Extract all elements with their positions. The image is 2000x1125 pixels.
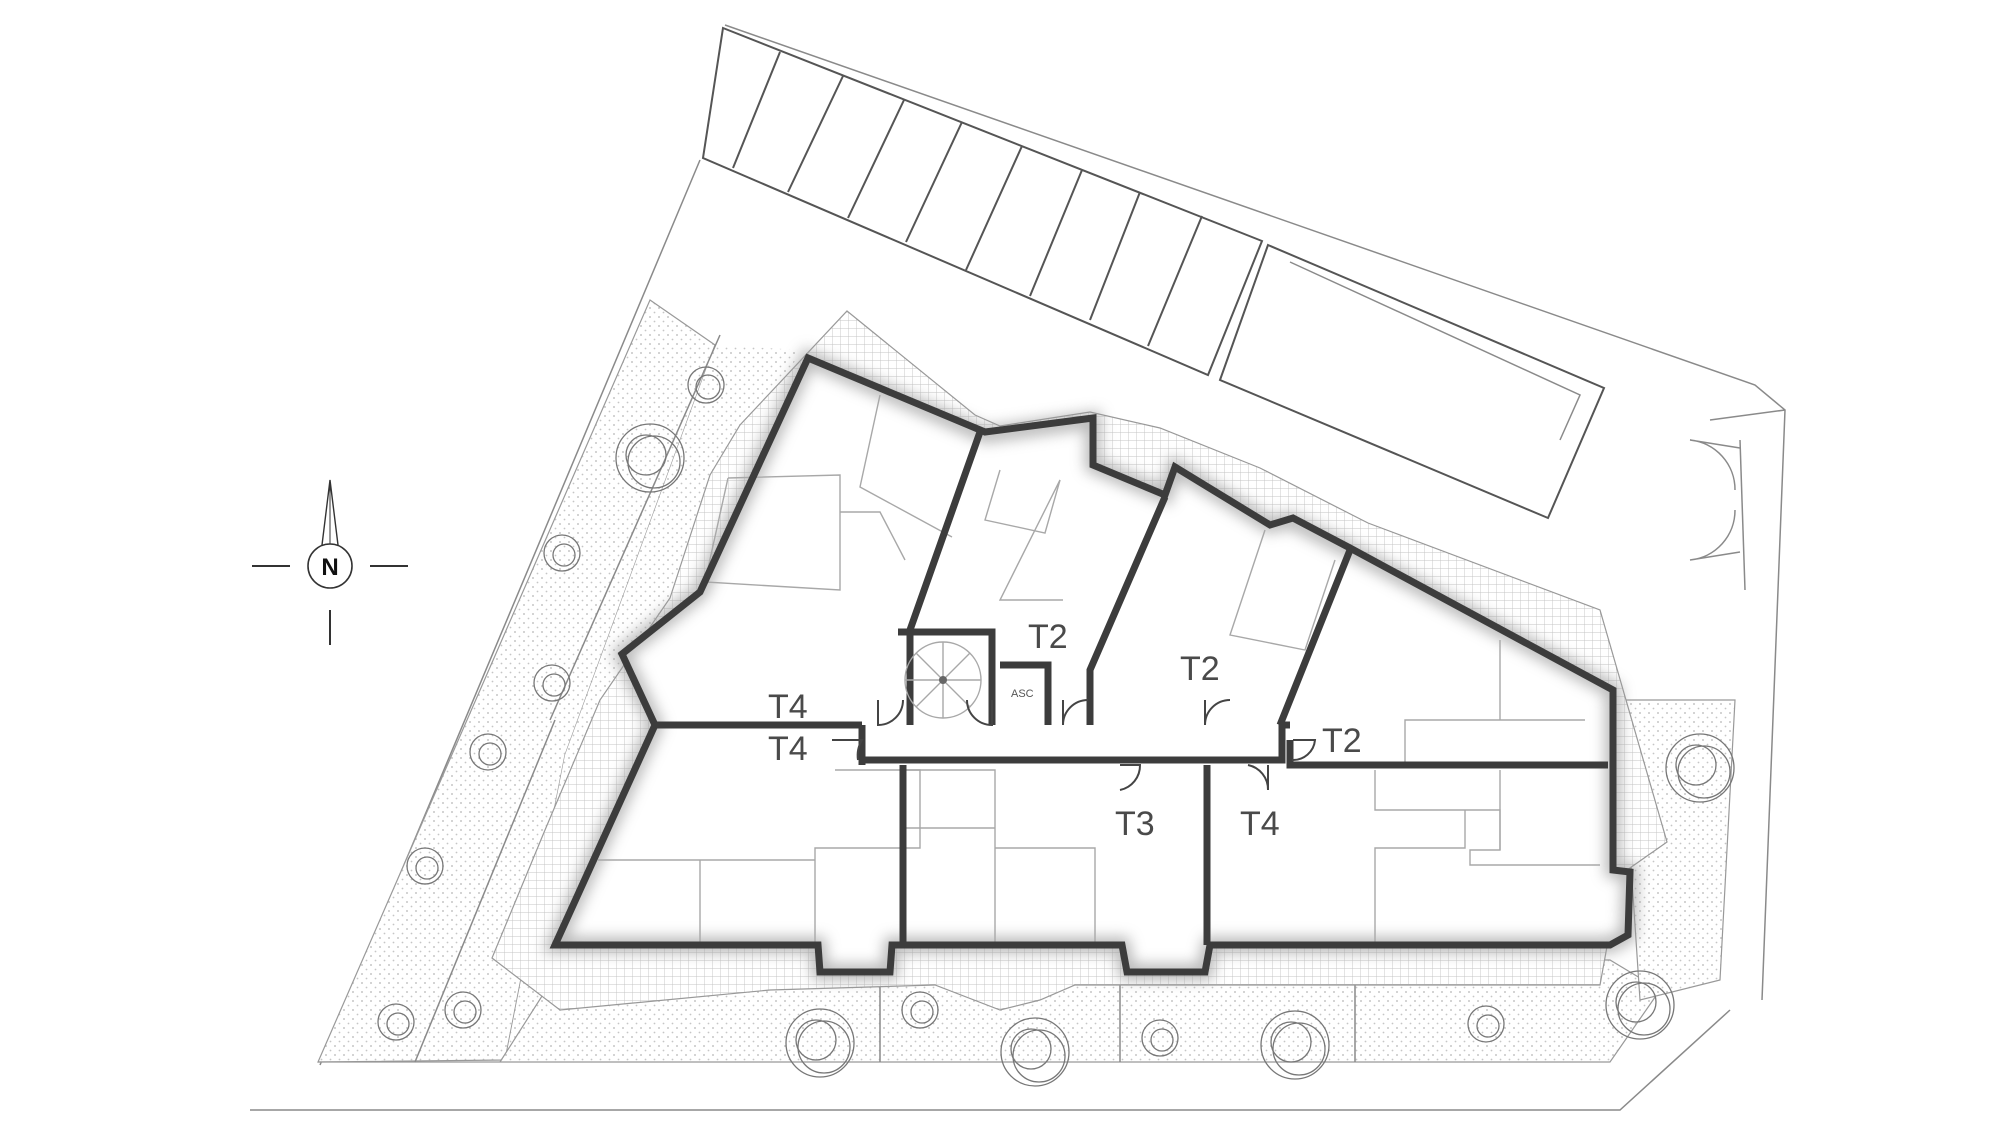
elevator-label: ASC [1011, 688, 1034, 700]
unit-label-t4: T4 [1240, 805, 1280, 843]
tree-icon [1665, 733, 1735, 803]
spiral-stair-icon [904, 641, 982, 719]
tree-icon [1141, 1019, 1179, 1057]
tree-icon [687, 366, 725, 404]
unit-label-t3: T3 [1115, 805, 1155, 843]
north-label: N [321, 554, 338, 581]
door-swings [832, 699, 1317, 791]
door-swing-icon [1119, 764, 1142, 791]
unit-label-t2: T2 [1322, 722, 1362, 760]
north-arrow-icon: N [252, 479, 408, 645]
interior-partitions [598, 394, 1600, 945]
tree-icon [615, 423, 685, 493]
tree-icon [1605, 970, 1675, 1040]
tree-icon [1467, 1005, 1505, 1043]
unit-label-t2: T2 [1028, 618, 1068, 656]
tree-icon [1000, 1017, 1070, 1087]
door-swing-icon [1291, 739, 1317, 762]
unit-label-t2: T2 [1180, 650, 1220, 688]
unit-label-t4: T4 [768, 730, 808, 768]
tree-icon [406, 847, 444, 885]
door-swing-icon [877, 699, 904, 727]
door-swing-icon [966, 699, 993, 727]
door-swing-icon [1247, 764, 1270, 791]
building-walls [549, 353, 1634, 976]
tree-icon [785, 1008, 855, 1078]
tree-icon [1260, 1010, 1330, 1080]
tree-icon [543, 534, 581, 572]
unit-label-t4: T4 [768, 688, 808, 726]
trees [377, 366, 1735, 1087]
tree-icon [444, 991, 482, 1029]
entrance-gate [1689, 439, 1746, 591]
tree-icon [901, 991, 939, 1029]
door-swing-icon [1062, 699, 1089, 726]
tree-icon [377, 1003, 415, 1041]
door-swing-icon [1204, 699, 1231, 726]
tree-icon [469, 733, 507, 771]
parking-bays [701, 26, 1606, 520]
door-swing-icon [832, 739, 864, 761]
unit-labels: T4 T4 T2 T2 T2 T3 T4 ASC [768, 618, 1362, 843]
tree-icon [533, 664, 571, 702]
